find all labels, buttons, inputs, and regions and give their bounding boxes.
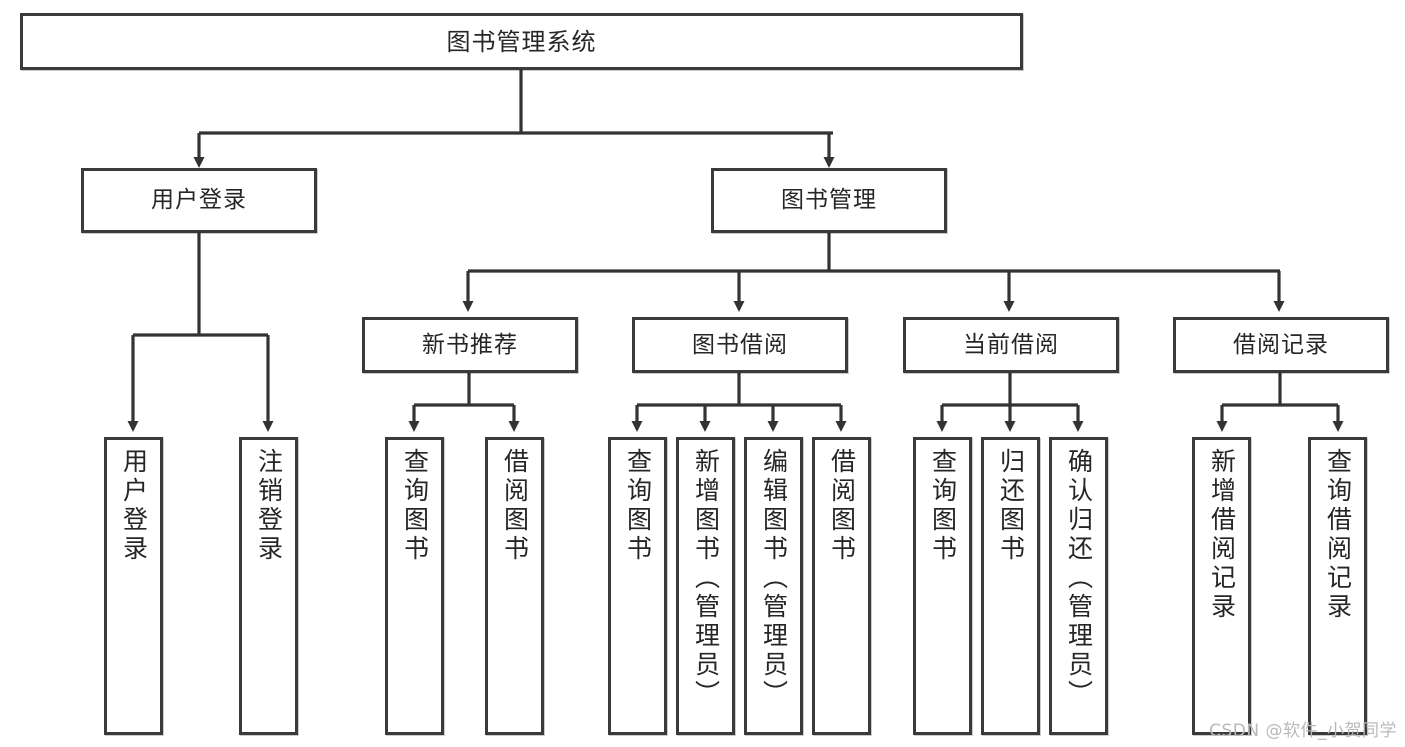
node-borrow-record[interactable]: 借阅记录	[1173, 317, 1389, 373]
leaf-label: 确认归还（管理员）	[1064, 448, 1094, 709]
leaf-user-login[interactable]: 用户登录	[104, 437, 163, 735]
leaf-label: 查询图书	[400, 448, 430, 564]
node-new-book-recommend[interactable]: 新书推荐	[362, 317, 578, 373]
node-user-login[interactable]: 用户登录	[81, 168, 317, 233]
leaf-query-borrow-record[interactable]: 查询借阅记录	[1308, 437, 1367, 735]
leaf-query-book-new[interactable]: 查询图书	[385, 437, 444, 735]
leaf-label: 新增图书（管理员）	[691, 448, 721, 709]
leaf-label: 借阅图书	[500, 448, 530, 564]
leaf-borrow-book[interactable]: 借阅图书	[812, 437, 871, 735]
leaf-add-book-admin[interactable]: 新增图书（管理员）	[676, 437, 735, 735]
leaf-label: 用户登录	[119, 448, 149, 564]
leaf-confirm-return-admin[interactable]: 确认归还（管理员）	[1049, 437, 1108, 735]
leaf-label: 注销登录	[254, 448, 284, 564]
leaf-label: 查询图书	[928, 448, 958, 564]
node-current-borrow[interactable]: 当前借阅	[903, 317, 1119, 373]
node-label: 当前借阅	[963, 331, 1059, 358]
leaf-logout[interactable]: 注销登录	[239, 437, 298, 735]
node-root[interactable]: 图书管理系统	[20, 13, 1023, 70]
node-label: 图书借阅	[692, 331, 788, 358]
leaf-query-book-current[interactable]: 查询图书	[913, 437, 972, 735]
node-label: 借阅记录	[1233, 331, 1329, 358]
leaf-label: 查询图书	[623, 448, 653, 564]
node-label: 用户登录	[151, 187, 247, 214]
node-label: 图书管理	[781, 187, 877, 214]
watermark: CSDN @软件_小贺同学	[1209, 721, 1397, 741]
leaf-edit-book-admin[interactable]: 编辑图书（管理员）	[744, 437, 803, 735]
leaf-label: 归还图书	[996, 448, 1026, 564]
node-book-borrow[interactable]: 图书借阅	[632, 317, 848, 373]
leaf-add-borrow-record[interactable]: 新增借阅记录	[1192, 437, 1251, 735]
leaf-return-book[interactable]: 归还图书	[981, 437, 1040, 735]
node-book-management[interactable]: 图书管理	[711, 168, 947, 233]
node-label: 图书管理系统	[446, 27, 597, 56]
leaf-query-book-borrow[interactable]: 查询图书	[608, 437, 667, 735]
leaf-label: 查询借阅记录	[1323, 448, 1353, 622]
leaf-label: 借阅图书	[827, 448, 857, 564]
leaf-borrow-book-new[interactable]: 借阅图书	[485, 437, 544, 735]
leaf-label: 新增借阅记录	[1207, 448, 1237, 622]
node-label: 新书推荐	[422, 331, 518, 358]
leaf-label: 编辑图书（管理员）	[759, 448, 789, 709]
